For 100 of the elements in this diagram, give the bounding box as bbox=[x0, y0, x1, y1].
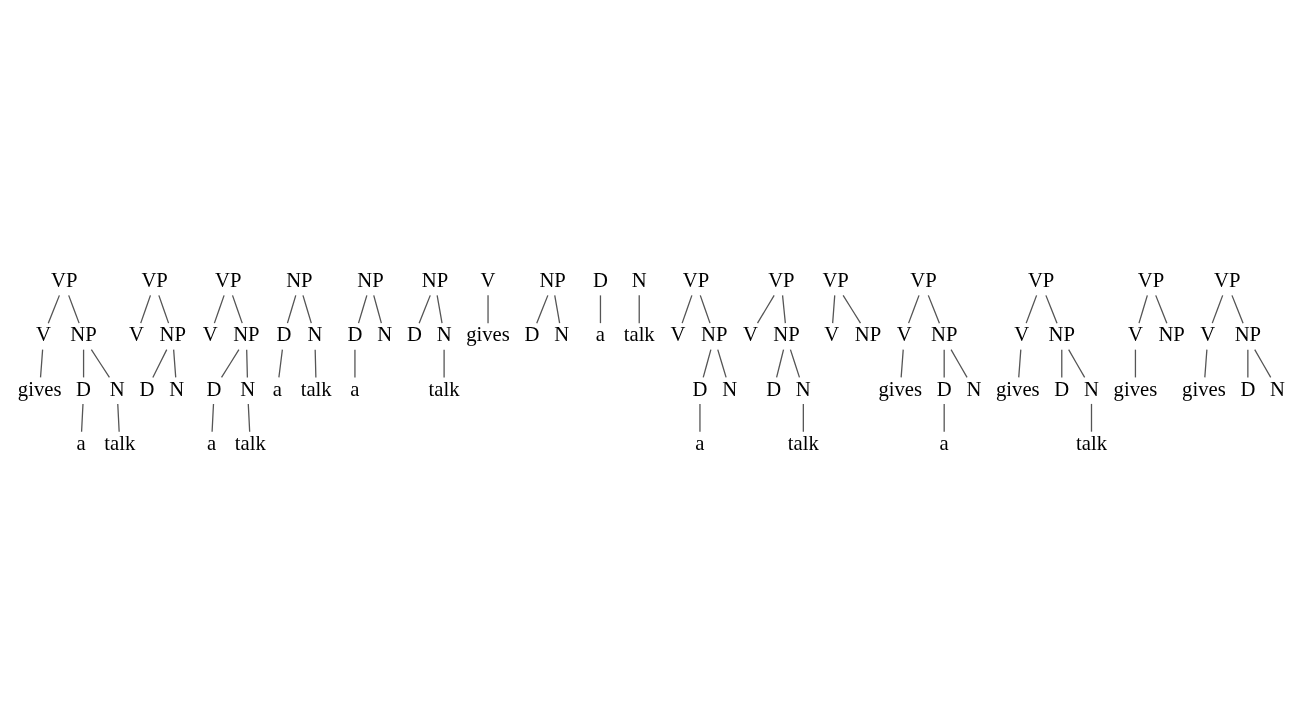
connector bbox=[756, 294, 775, 324]
node-text: VP bbox=[682, 268, 710, 291]
connector bbox=[1211, 294, 1224, 324]
node-text: D bbox=[524, 322, 540, 345]
node-text: VP bbox=[910, 268, 937, 291]
node-text: VP bbox=[822, 268, 849, 291]
node-text: N bbox=[722, 377, 738, 400]
connector bbox=[354, 348, 356, 378]
connector bbox=[418, 294, 431, 324]
node-text: D bbox=[1054, 377, 1070, 400]
connector bbox=[68, 294, 80, 324]
node-text: N bbox=[554, 322, 570, 345]
node-text: NP bbox=[159, 322, 186, 345]
connector bbox=[443, 348, 445, 378]
node-text: N bbox=[795, 377, 811, 400]
connector bbox=[246, 348, 249, 378]
connector bbox=[1134, 348, 1137, 378]
connector bbox=[487, 294, 489, 324]
node-text: NP bbox=[539, 268, 566, 291]
connector bbox=[278, 348, 283, 378]
node-text: V bbox=[742, 322, 758, 345]
connector bbox=[832, 294, 836, 324]
connector bbox=[1254, 348, 1272, 378]
node-text: D bbox=[406, 322, 422, 345]
node-text: N bbox=[169, 377, 185, 400]
connector bbox=[220, 348, 240, 378]
connector bbox=[1090, 402, 1093, 432]
node-text: N bbox=[1084, 377, 1099, 400]
connector bbox=[47, 294, 61, 324]
connector bbox=[1247, 348, 1249, 378]
node-text: D bbox=[76, 377, 92, 400]
connector bbox=[950, 348, 968, 378]
connector bbox=[39, 348, 44, 378]
connector bbox=[286, 294, 297, 324]
node-text: a bbox=[206, 431, 217, 454]
node-text: N bbox=[109, 377, 125, 400]
node-text: N bbox=[1270, 377, 1286, 400]
node-text: gives bbox=[1113, 377, 1158, 400]
node-text: talk bbox=[428, 377, 460, 400]
connector bbox=[373, 294, 383, 324]
node-text: gives bbox=[466, 322, 510, 345]
connector bbox=[702, 348, 712, 378]
node-text: VP bbox=[768, 268, 795, 291]
node-text: talk bbox=[623, 322, 655, 345]
node-text: V bbox=[202, 322, 218, 345]
node-text: NP bbox=[930, 322, 958, 345]
connector bbox=[211, 402, 215, 432]
node-text: V bbox=[36, 322, 51, 345]
connector bbox=[231, 294, 243, 324]
connector bbox=[554, 294, 561, 324]
node-text: D bbox=[276, 322, 292, 345]
connector bbox=[927, 294, 941, 324]
connector bbox=[158, 294, 170, 324]
node-text: N bbox=[377, 322, 393, 345]
node-text: NP bbox=[1048, 322, 1075, 345]
connector bbox=[789, 348, 801, 378]
node-text: V bbox=[824, 322, 840, 345]
node-text: D bbox=[139, 377, 155, 400]
node-text: VP bbox=[1213, 268, 1241, 291]
node-text: N bbox=[240, 377, 256, 400]
connector bbox=[247, 402, 251, 432]
connector bbox=[536, 294, 549, 324]
connector bbox=[1138, 294, 1148, 324]
node-text: D bbox=[766, 377, 782, 400]
connector bbox=[436, 294, 443, 324]
connector bbox=[900, 348, 904, 378]
connector bbox=[699, 294, 711, 324]
node-text: D bbox=[206, 377, 222, 400]
connector bbox=[1061, 348, 1063, 378]
connector bbox=[717, 348, 727, 378]
node-text: NP bbox=[854, 322, 882, 345]
connector bbox=[943, 402, 945, 432]
connector bbox=[699, 402, 701, 432]
node-text: V bbox=[896, 322, 912, 345]
node-text: V bbox=[129, 322, 145, 345]
connector bbox=[943, 348, 945, 378]
connector bbox=[1068, 348, 1086, 378]
node-text: NP bbox=[1234, 322, 1262, 345]
connector bbox=[802, 402, 804, 432]
node-text: gives bbox=[996, 377, 1040, 400]
node-text: a bbox=[76, 431, 86, 454]
node-text: N bbox=[966, 377, 982, 400]
node-text: a bbox=[595, 322, 606, 345]
node-text: talk bbox=[234, 431, 266, 454]
connector bbox=[1204, 348, 1208, 378]
node-text: VP bbox=[215, 268, 242, 291]
node-text: a bbox=[350, 377, 360, 400]
node-text: NP bbox=[233, 322, 260, 345]
node-text: talk bbox=[104, 431, 136, 454]
connector bbox=[1025, 294, 1038, 324]
node-text: NP bbox=[357, 268, 384, 291]
connector bbox=[357, 294, 368, 324]
connector bbox=[1045, 294, 1058, 324]
node-text: a bbox=[272, 377, 282, 400]
node-text: talk bbox=[300, 377, 332, 400]
node-text: V bbox=[1014, 322, 1030, 345]
node-text: gives bbox=[878, 377, 923, 400]
node-text: N bbox=[631, 268, 647, 291]
connector bbox=[599, 294, 602, 324]
node-text: VP bbox=[50, 268, 78, 291]
